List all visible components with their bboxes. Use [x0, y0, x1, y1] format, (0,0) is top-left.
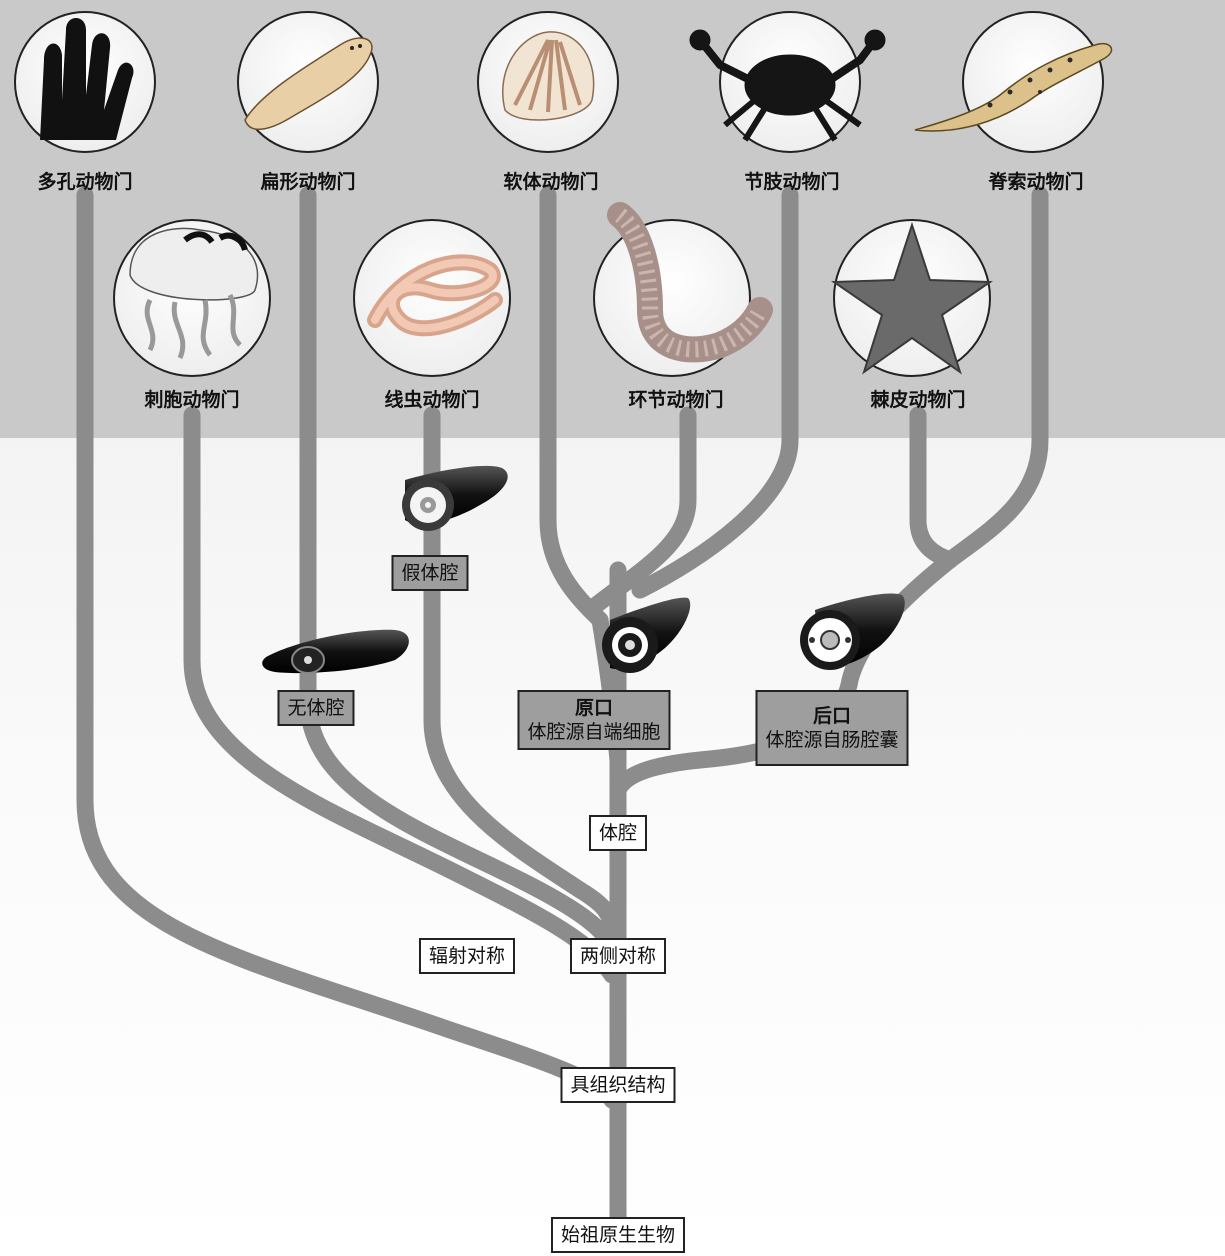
node-acoelomate: 无体腔 — [277, 690, 355, 726]
crab-icon — [689, 29, 886, 142]
node-tissues: 具组织结构 — [560, 1067, 676, 1103]
branch-cnidaria — [183, 406, 621, 984]
node-acoelomate-label: 无体腔 — [287, 697, 345, 719]
label-platyhelminthes: 扁形动物门 — [260, 171, 356, 193]
branch-echinodermata — [909, 406, 959, 569]
branch-platyhelminthes — [299, 186, 623, 959]
node-tissues-label: 具组织结构 — [570, 1074, 666, 1096]
acoelomate-tube-icon — [262, 629, 409, 674]
starfish-icon — [830, 221, 994, 375]
branch-annelida — [581, 406, 697, 619]
label-chordata: 脊索动物门 — [988, 171, 1084, 193]
node-protostome-title: 原口 — [574, 697, 614, 719]
label-arthropoda: 节肢动物门 — [744, 171, 840, 193]
node-coelom: 体腔 — [588, 815, 648, 851]
protostome-tube-icon — [602, 597, 691, 673]
node-radial-symmetry: 辐射对称 — [418, 938, 516, 974]
node-deuterostome: 后口 体腔源自肠腔囊 — [755, 690, 909, 766]
node-deuterostome-title: 后口 — [812, 705, 852, 727]
node-coelom-label: 体腔 — [598, 822, 638, 844]
node-root-label: 始祖原生生物 — [560, 1224, 676, 1246]
salamander-icon — [914, 43, 1113, 132]
label-echinodermata: 棘皮动物门 — [870, 389, 966, 411]
node-pseudocoelom-label: 假体腔 — [401, 562, 459, 584]
branch-nematoda — [423, 406, 623, 944]
node-protostome-subtitle: 体腔源自端细胞 — [527, 721, 661, 743]
label-annelida: 环节动物门 — [628, 389, 724, 411]
sponge-icon — [40, 18, 134, 140]
scallop-shell-icon — [502, 31, 595, 121]
branch-arthropoda — [631, 186, 799, 599]
node-protostome: 原口 体腔源自端细胞 — [517, 690, 671, 750]
jellyfish-icon — [129, 227, 259, 359]
flatworm-icon — [244, 37, 373, 130]
label-mollusca: 软体动物门 — [503, 171, 599, 193]
node-ancestral-protist: 始祖原生生物 — [550, 1217, 686, 1253]
branch-chordata — [941, 186, 1049, 569]
pseudocoelom-tube-icon — [402, 465, 508, 531]
branch-mollusca — [539, 186, 609, 629]
roundworm-icon — [367, 254, 503, 337]
segmented-worm-icon — [607, 202, 773, 363]
label-porifera: 多孔动物门 — [37, 171, 133, 193]
node-bilateral-label: 两侧对称 — [579, 945, 657, 967]
deuterostome-tube-icon — [800, 593, 905, 670]
node-deuterostome-subtitle: 体腔源自肠腔囊 — [765, 729, 899, 751]
label-nematoda: 线虫动物门 — [384, 389, 480, 411]
node-radial-label: 辐射对称 — [428, 945, 506, 967]
node-pseudocoelom: 假体腔 — [391, 555, 469, 591]
label-cnidaria: 刺胞动物门 — [144, 389, 240, 411]
node-bilateral-symmetry: 两侧对称 — [569, 938, 667, 974]
